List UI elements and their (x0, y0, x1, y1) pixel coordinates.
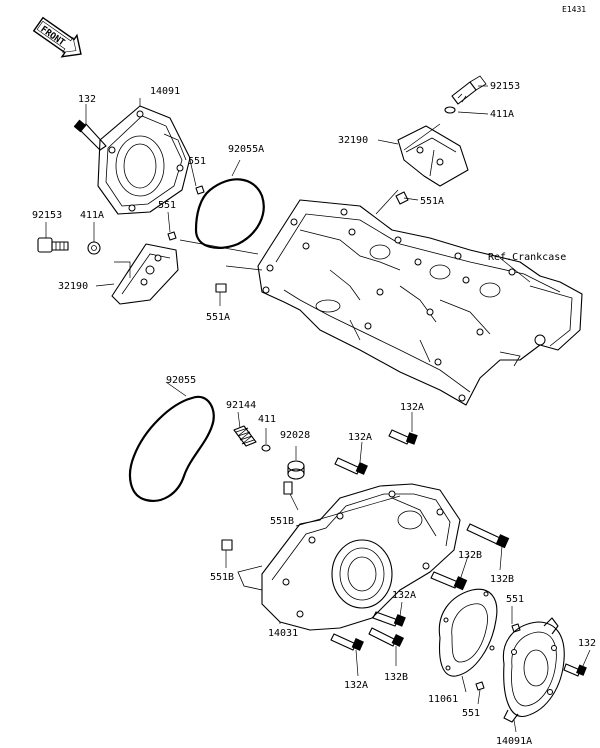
washer-411a-top (444, 106, 456, 114)
label-14091a: 14091A (496, 736, 532, 747)
label-132a-bottom: 132A (344, 680, 368, 691)
pin-551a-top (395, 191, 409, 205)
label-411a-top: 411A (490, 109, 514, 120)
pin-551-a (195, 185, 205, 195)
label-92144: 92144 (226, 400, 256, 411)
label-551-b: 551 (158, 200, 176, 211)
pin-551b-lower (221, 539, 233, 551)
bolt-132b-bottom (368, 627, 405, 647)
bracket-32190-top (397, 125, 469, 187)
bolt-132a-lower (372, 611, 406, 627)
label-14031: 14031 (268, 628, 298, 639)
gasket-92055 (128, 395, 215, 502)
front-arrow-icon: FRONT (32, 16, 82, 58)
label-132b-bottom: 132B (384, 672, 408, 683)
bolt-92153-top (451, 75, 487, 105)
label-551a-top: 551A (420, 196, 444, 207)
label-132a-middle: 132A (348, 432, 372, 443)
label-132-lower-right: 132 (578, 638, 596, 649)
label-132b-right: 132B (490, 574, 514, 585)
label-11061: 11061 (428, 694, 458, 705)
bolt-132b-center (430, 571, 468, 591)
diagram-code: E1431 (562, 5, 586, 14)
pin-551-b (167, 231, 177, 241)
label-32190-left: 32190 (58, 281, 88, 292)
label-92153-top: 92153 (490, 81, 520, 92)
label-92028: 92028 (280, 430, 310, 441)
pin-551a-left (215, 283, 227, 293)
bolt-132a-middle (334, 457, 368, 475)
crankcase (257, 199, 583, 406)
pin-551-c (511, 623, 521, 633)
pump-cover-14031 (237, 483, 461, 631)
label-411a-left: 411A (80, 210, 104, 221)
label-14091: 14091 (150, 86, 180, 97)
label-132a-upper: 132A (400, 402, 424, 413)
plug-92028 (287, 460, 305, 480)
cover-14091 (97, 105, 191, 215)
bolt-132b-right (466, 523, 510, 549)
gasket-92055a (194, 178, 265, 249)
spring-92144 (233, 425, 257, 447)
pin-551b-upper (283, 481, 293, 495)
label-132a-lower: 132A (392, 590, 416, 601)
label-551-a: 551 (188, 156, 206, 167)
label-551-d: 551 (462, 708, 480, 719)
label-92055a: 92055A (228, 144, 264, 155)
label-551b-lower: 551B (210, 572, 234, 583)
label-132b-center: 132B (458, 550, 482, 561)
bolt-92153-left (37, 237, 69, 253)
label-92153-left: 92153 (32, 210, 62, 221)
washer-411 (261, 444, 271, 452)
label-32190-top: 32190 (338, 135, 368, 146)
label-551-c: 551 (506, 594, 524, 605)
bolt-132a-bottom (330, 633, 364, 651)
bolt-132a-upper (388, 429, 418, 445)
label-551b-upper: 551B (270, 516, 294, 527)
label-92055: 92055 (166, 375, 196, 386)
bolt-132-upper-left (73, 119, 107, 151)
pin-551-d (475, 681, 485, 691)
label-411: 411 (258, 414, 276, 425)
washer-411a-left (87, 241, 101, 255)
bracket-32190-left (111, 243, 179, 305)
label-ref-crankcase: Ref.Crankcase (488, 252, 566, 263)
gasket-11061 (438, 588, 498, 677)
label-132-upper-left: 132 (78, 94, 96, 105)
cover-14091a (502, 617, 565, 723)
leader-lines (45, 85, 591, 733)
label-551a-left: 551A (206, 312, 230, 323)
